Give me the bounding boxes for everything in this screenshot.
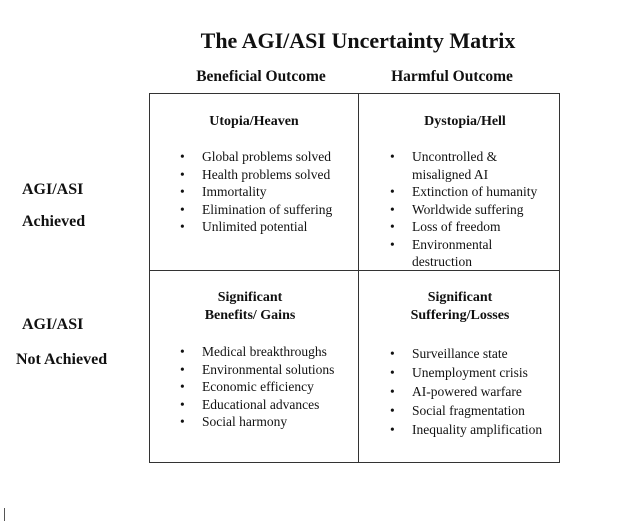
column-header-harmful: Harmful Outcome bbox=[391, 68, 513, 85]
list-item: Medical breakthroughs bbox=[180, 343, 334, 361]
grid-divider-horizontal bbox=[149, 270, 560, 271]
list-item: Loss of freedom bbox=[390, 218, 555, 236]
row-label-achieved-line2: Achieved bbox=[22, 213, 86, 230]
matrix-title: The AGI/ASI Uncertainty Matrix bbox=[200, 28, 516, 53]
list-item: Social harmony bbox=[180, 413, 334, 431]
row-label-achieved-line1: AGI/ASI bbox=[22, 181, 84, 198]
list-item: Extinction of humanity bbox=[390, 183, 555, 201]
list-item: Educational advances bbox=[180, 396, 334, 414]
benefits-list: Medical breakthroughs Environmental solu… bbox=[180, 343, 334, 431]
list-item: Economic efficiency bbox=[180, 378, 334, 396]
row-label-not-achieved-line2: Not Achieved bbox=[16, 351, 108, 368]
matrix-grid bbox=[149, 93, 560, 463]
cell-header-suffering-line2: Suffering/Losses bbox=[410, 308, 510, 323]
list-item: Health problems solved bbox=[180, 166, 332, 184]
list-item: Inequality amplification bbox=[390, 420, 542, 439]
list-item: Unemployment crisis bbox=[390, 363, 542, 382]
cell-header-benefits-line1: Significant bbox=[217, 290, 283, 305]
suffering-list: Surveillance state Unemployment crisis A… bbox=[390, 344, 542, 439]
cell-header-suffering-line1: Significant bbox=[427, 290, 493, 305]
list-item: Immortality bbox=[180, 183, 332, 201]
dystopia-list: Uncontrolled & misaligned AI Extinction … bbox=[390, 148, 555, 271]
list-item: Social fragmentation bbox=[390, 401, 542, 420]
list-item: Environmental destruction bbox=[390, 236, 512, 271]
cell-header-benefits-line2: Benefits/ Gains bbox=[204, 308, 296, 323]
list-item: Worldwide suffering bbox=[390, 201, 555, 219]
list-item: Uncontrolled & misaligned AI bbox=[390, 148, 517, 183]
list-item: AI-powered warfare bbox=[390, 382, 542, 401]
list-item: Surveillance state bbox=[390, 344, 542, 363]
list-item: Unlimited potential bbox=[180, 218, 332, 236]
grid-divider-vertical bbox=[358, 93, 359, 463]
row-label-not-achieved-line1: AGI/ASI bbox=[22, 316, 84, 333]
list-item: Global problems solved bbox=[180, 148, 332, 166]
cell-header-dystopia: Dystopia/Hell bbox=[424, 114, 506, 129]
list-item: Environmental solutions bbox=[180, 361, 334, 379]
text-cursor bbox=[4, 508, 5, 521]
utopia-list: Global problems solved Health problems s… bbox=[180, 148, 332, 236]
column-header-beneficial: Beneficial Outcome bbox=[196, 68, 326, 85]
list-item: Elimination of suffering bbox=[180, 201, 332, 219]
cell-header-utopia: Utopia/Heaven bbox=[209, 114, 299, 129]
